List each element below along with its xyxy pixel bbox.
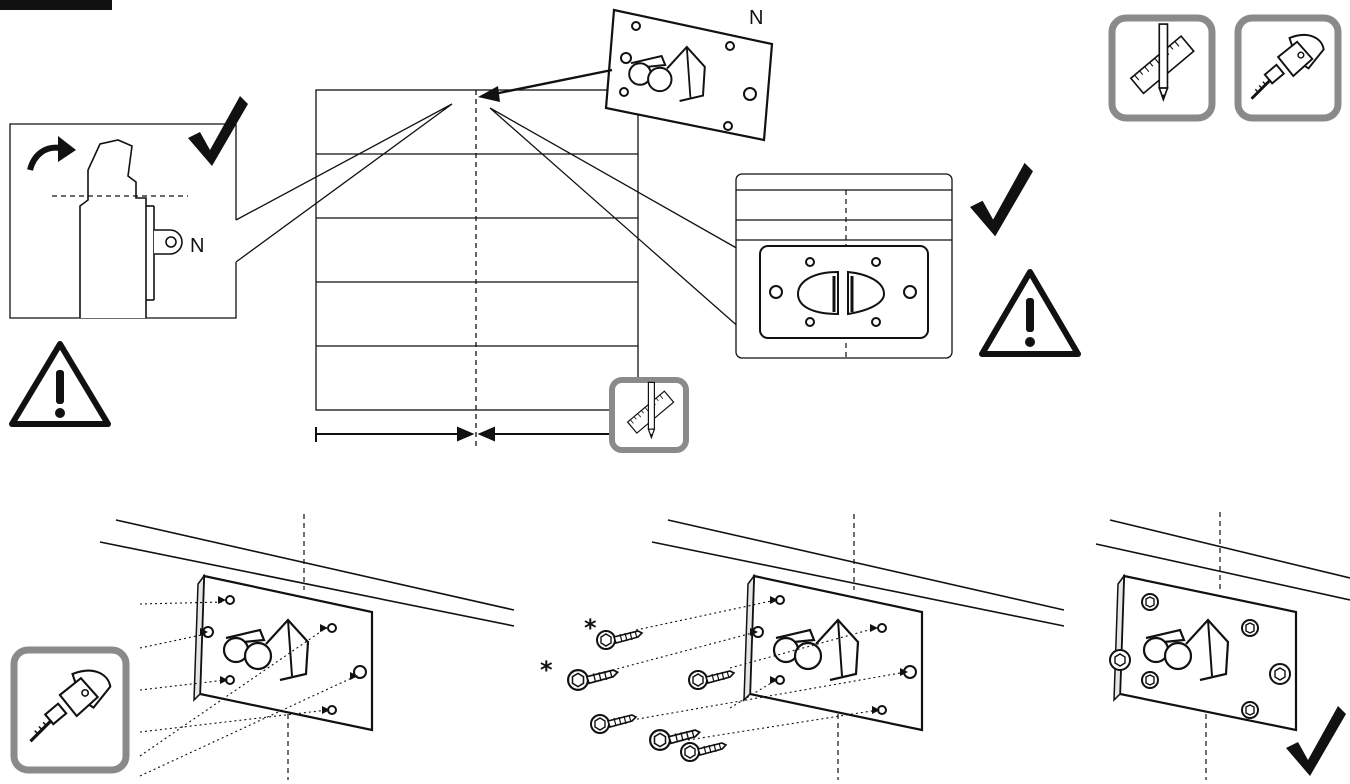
callout-wedges	[235, 103, 759, 345]
edge-detail-box	[9, 123, 237, 319]
step-fixed	[1095, 512, 1350, 780]
bracket-detail-box	[735, 173, 953, 359]
screw-star-mark: *	[540, 656, 553, 684]
step-drill	[99, 514, 515, 780]
bracket-top	[604, 8, 774, 142]
drill-icon	[10, 646, 130, 774]
measure-arrows	[315, 426, 612, 442]
detail-mark: N	[190, 235, 204, 257]
drill-icon	[1234, 14, 1342, 122]
check-icon	[970, 162, 1033, 237]
wall-panel	[315, 89, 639, 411]
ruler-pencil-icon	[609, 377, 689, 453]
bracket-mark: N	[749, 7, 763, 29]
warning-icon	[979, 269, 1081, 357]
corner-tab	[0, 0, 112, 10]
placement-arrow	[478, 68, 613, 102]
ruler-pencil-icon	[1108, 14, 1216, 122]
rotate-arrow-icon	[27, 136, 76, 171]
warning-icon	[9, 341, 111, 427]
step-screws	[566, 514, 1065, 780]
screw-star-mark: *	[584, 614, 597, 642]
